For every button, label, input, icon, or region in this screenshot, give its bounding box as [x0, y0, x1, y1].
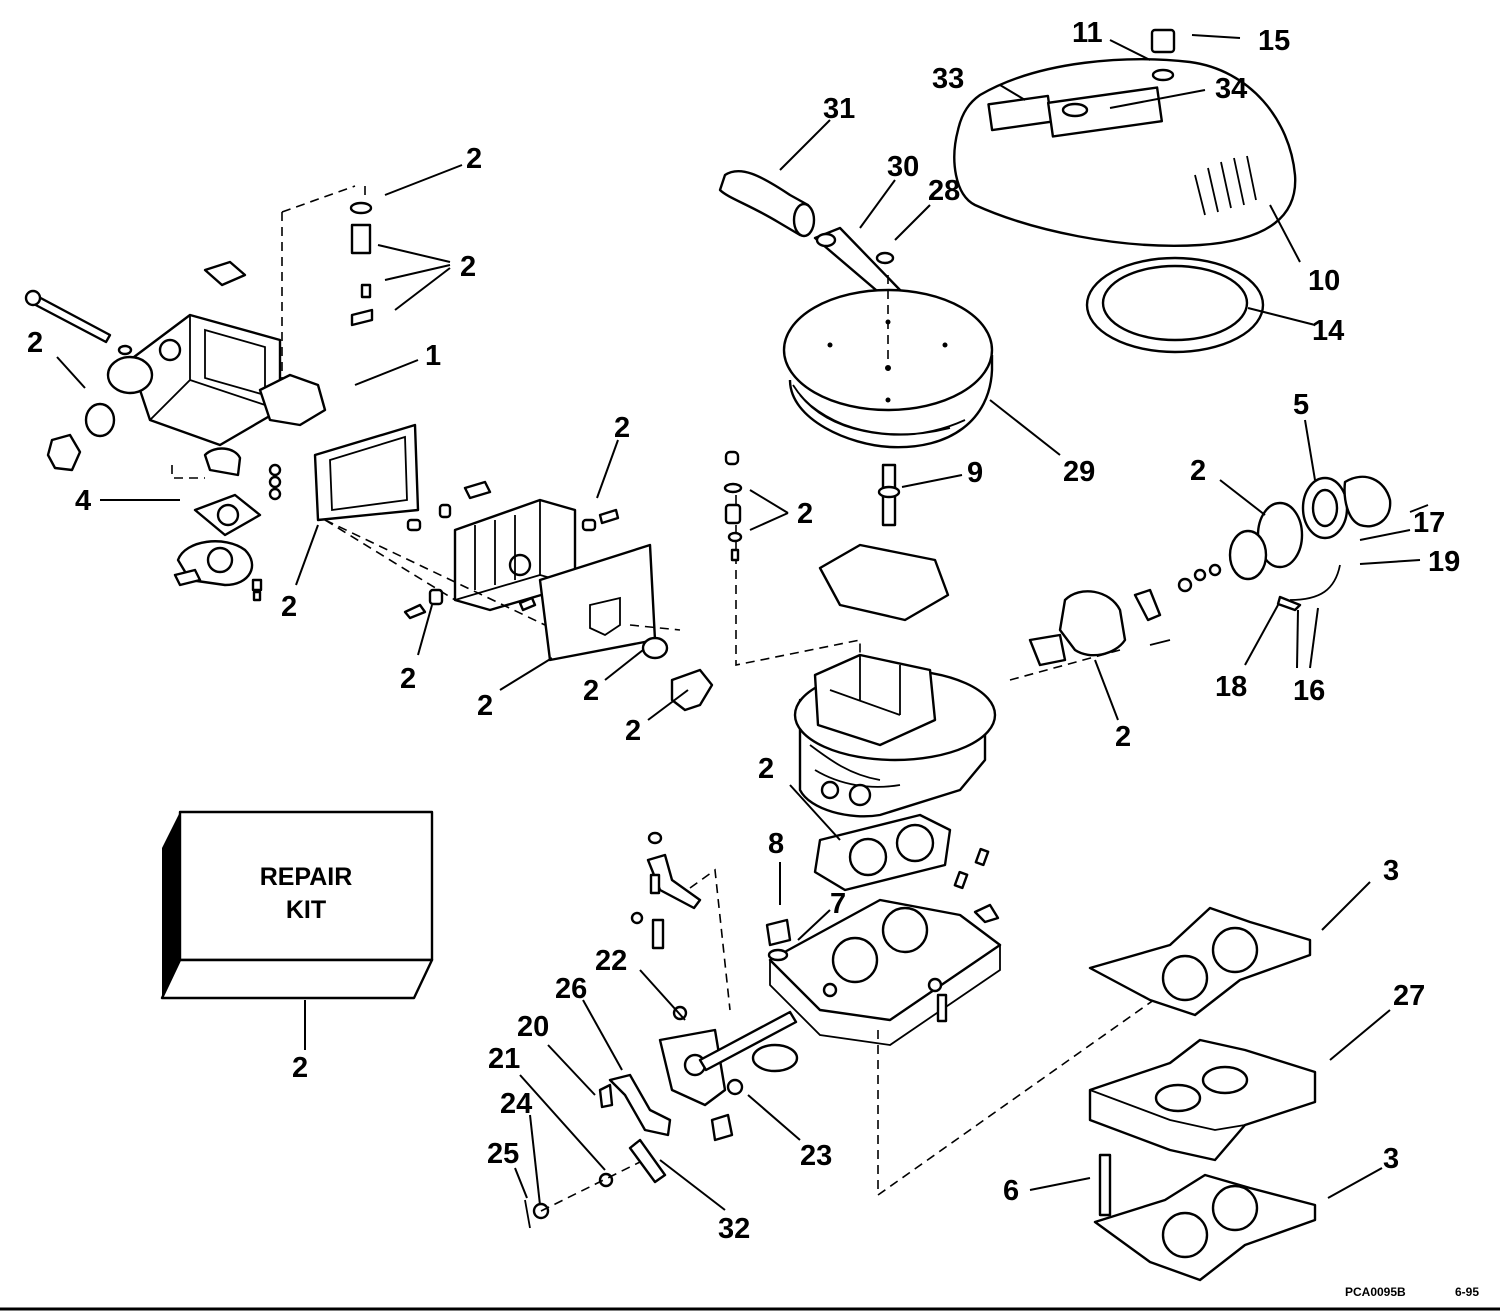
nut-28 [875, 251, 895, 265]
callout-14: 14 [1312, 315, 1344, 347]
power-valve-diaphragm [173, 493, 263, 602]
stud-6 [1098, 1153, 1112, 1217]
callout-2: 2 [1190, 455, 1206, 487]
needle-spring [268, 463, 282, 501]
wing-nut [1150, 28, 1176, 82]
callout-33: 33 [932, 63, 964, 95]
callout-2: 2 [27, 327, 43, 359]
callout-2: 2 [758, 753, 774, 785]
spacer-block [1088, 1038, 1317, 1162]
callout-29: 29 [1063, 456, 1095, 488]
callout-labels: 11 15 33 34 31 30 28 10 14 29 9 5 17 19 … [27, 17, 1460, 1245]
throttle-body [768, 898, 1002, 1046]
choke-plate [818, 543, 950, 622]
callout-2: 2 [460, 251, 476, 283]
leader-lines [56, 34, 1421, 1211]
callout-16: 16 [1293, 675, 1325, 707]
float [258, 373, 327, 427]
callout-2: 2 [614, 412, 630, 444]
callout-15: 15 [1258, 25, 1290, 57]
callout-2: 2 [400, 663, 416, 695]
callout-30: 30 [887, 151, 919, 183]
screw [403, 603, 427, 620]
needle-seat-fitting [670, 668, 714, 712]
callout-5: 5 [1293, 389, 1309, 421]
callout-27: 27 [1393, 980, 1425, 1012]
repair-kit-line2: KIT [286, 896, 326, 924]
figure-code: PCA0095B [1345, 1285, 1406, 1299]
callout-2: 2 [466, 143, 482, 175]
repair-kit-line1: REPAIR [260, 863, 353, 891]
footer: PCA0095B 6-95 [0, 1285, 1500, 1311]
callout-9: 9 [967, 457, 983, 489]
jet [428, 588, 444, 606]
air-cleaner-gasket [1085, 256, 1265, 354]
callout-32: 32 [718, 1213, 750, 1245]
bowl-gasket [313, 423, 420, 522]
callout-25: 25 [487, 1138, 519, 1170]
callout-4: 4 [75, 485, 91, 517]
clip [203, 260, 247, 287]
stud [877, 463, 901, 527]
callout-1: 1 [425, 340, 441, 372]
callout-20: 20 [517, 1011, 549, 1043]
base-gasket [813, 813, 952, 892]
callout-26: 26 [555, 973, 587, 1005]
callout-2: 2 [583, 675, 599, 707]
callout-19: 19 [1428, 546, 1460, 578]
callout-8: 8 [768, 828, 784, 860]
callout-3-bottom: 3 [1383, 1143, 1399, 1175]
fuel-bowl [106, 313, 282, 447]
jet [581, 518, 597, 532]
callout-24: 24 [500, 1088, 532, 1120]
callout-21: 21 [488, 1043, 520, 1075]
callout-28: 28 [928, 175, 960, 207]
callout-6: 6 [1003, 1175, 1019, 1207]
carburetor-body [793, 653, 997, 818]
callout-2: 2 [292, 1052, 308, 1084]
fuel-bowl-screw [24, 289, 112, 344]
jet [438, 503, 452, 519]
vent-hose [718, 169, 816, 238]
float-hinge [203, 447, 242, 477]
throttle-linkage [524, 831, 799, 1229]
screw [598, 508, 620, 525]
accelerator-pump [1028, 475, 1429, 667]
callout-31: 31 [823, 93, 855, 125]
callout-11: 11 [1072, 17, 1103, 49]
needle-seat [349, 201, 374, 327]
callout-23: 23 [800, 1140, 832, 1172]
callout-17: 17 [1413, 507, 1445, 539]
air-cleaner-cover [953, 58, 1297, 247]
spacer-gasket-bottom [1093, 1173, 1317, 1282]
callout-2: 2 [1115, 721, 1131, 753]
spacer-gasket-top [1088, 906, 1312, 1017]
fitting-gasket [84, 402, 116, 438]
vent-valve-parts [723, 450, 743, 562]
repair-kit-box: REPAIR KIT [160, 810, 434, 1000]
callout-3-top: 3 [1383, 855, 1399, 887]
screw [518, 596, 537, 612]
figure-date: 6-95 [1455, 1285, 1479, 1299]
callout-2: 2 [797, 498, 813, 530]
inlet-fitting [46, 433, 82, 472]
tube [463, 480, 492, 500]
gasket-o-ring [641, 636, 669, 660]
throttle-screws [936, 847, 1000, 1023]
callout-22: 22 [595, 945, 627, 977]
screw-washer [117, 344, 133, 356]
callout-34: 34 [1215, 73, 1247, 105]
callout-2: 2 [477, 690, 493, 722]
callout-7: 7 [830, 888, 846, 920]
callout-10: 10 [1308, 265, 1340, 297]
callout-2: 2 [625, 715, 641, 747]
callout-2: 2 [281, 591, 297, 623]
throttle-nut [765, 918, 792, 962]
jet [406, 518, 422, 532]
callout-18: 18 [1215, 671, 1247, 703]
